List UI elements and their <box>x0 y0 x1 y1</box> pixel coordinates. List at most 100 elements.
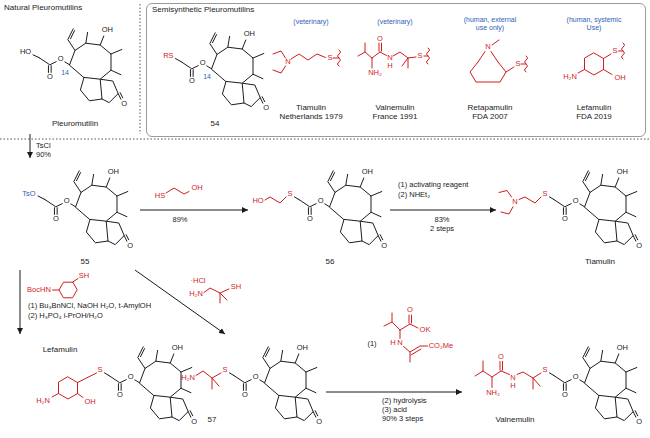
atom-label: O <box>47 73 53 82</box>
reagent-label: (1) activating reagent <box>398 181 468 190</box>
drug-entry: (veterinary)ONHNH₂SValnemulin France 199… <box>352 14 438 132</box>
core-structure <box>554 347 638 421</box>
atom-label: S <box>542 366 547 375</box>
atom-label: O <box>377 35 383 44</box>
atom-label: OH <box>297 343 308 352</box>
drug-name: Valnemulin France 1991 <box>366 103 424 121</box>
atom-label: O <box>189 77 195 86</box>
core-structure <box>299 171 383 245</box>
reagent-label: (2) NHEt₂ <box>398 191 430 200</box>
compound-label: 55 <box>81 257 90 266</box>
atom-label: OH <box>617 167 628 176</box>
atom-label: O <box>636 242 642 251</box>
atom-label: RS <box>163 52 173 61</box>
atom-label: O <box>64 197 70 206</box>
atom-label: OH <box>617 343 628 352</box>
drug-name: Lefamulin FDA 2019 <box>569 103 619 121</box>
atom-label: NH₂ <box>368 69 382 78</box>
reagent-label: (2) hydrolysis <box>382 397 427 406</box>
compound-box: ValnemulinONHNH₂SOHOOO <box>462 334 648 436</box>
panel-separator <box>0 139 650 140</box>
atom-label: H₂N <box>181 374 195 383</box>
reagent-label: 83% <box>434 216 449 225</box>
atom-label: O <box>381 242 387 251</box>
atom-label: O <box>263 104 269 113</box>
compound-label: Tiamulin <box>585 257 615 266</box>
atom-label: N <box>512 198 517 207</box>
reagent-label: HS <box>155 192 165 201</box>
reagent-label: (1) <box>367 340 376 349</box>
hydroxyethyl-chain <box>265 197 286 203</box>
atom-label: O <box>127 242 133 251</box>
atom-label: NH₂ <box>486 389 500 398</box>
reagent-label: 89% <box>172 216 187 225</box>
core-structure <box>39 29 123 103</box>
section-title: Semisynthetic Pleuromutilins <box>152 5 254 14</box>
aminodimethyl-chain <box>196 371 221 389</box>
reaction-arrow <box>326 392 462 393</box>
usage-note: (veterinary) <box>293 18 328 26</box>
reagent-label: OH <box>191 184 202 193</box>
compound-box: 56HOSOHOOO <box>248 158 390 270</box>
reagent-label: 2 steps <box>430 225 454 234</box>
atom-label: O <box>573 373 579 382</box>
atom-label: N <box>485 43 490 52</box>
compound-box: 55TsOOHOOO <box>14 158 140 270</box>
compound-box: 54RS14OHOOO <box>150 16 271 134</box>
compound-box: LefamulinH₂NOHSOHOOO <box>10 334 202 436</box>
usage-note: (human, systemic Use) <box>564 16 624 32</box>
atom-label: TsO <box>22 190 35 199</box>
reagent-label: OK <box>420 326 431 335</box>
atom-label: O <box>58 55 64 64</box>
drug-entry: (veterinary)NSTiamulin Netherlands 1979 <box>274 14 349 132</box>
reagent-label: ·HCl <box>191 277 206 286</box>
atom-label: OH <box>614 74 625 83</box>
atom-label: H₂N <box>36 397 50 406</box>
reagent-label: BocHN <box>27 286 51 295</box>
compound-box: 57H₂NSOHOOO <box>176 334 326 436</box>
usage-note: (veterinary) <box>377 18 412 26</box>
panel-separator <box>140 4 141 134</box>
atom-label: N <box>285 58 290 67</box>
atom-label: O <box>117 391 123 400</box>
valnemulin-side-chain <box>358 43 430 68</box>
valine-enamine-reagent <box>384 313 428 362</box>
atom-label: O <box>573 197 579 206</box>
retapamulin-side-chain <box>470 40 528 82</box>
aminothiol-reagent <box>204 288 229 303</box>
atom-label: O <box>636 418 642 427</box>
atom-label: O <box>121 100 127 109</box>
atom-label: O <box>498 353 504 362</box>
compound-label: 54 <box>211 119 220 128</box>
atom-label: O <box>318 197 324 206</box>
tiamulin-side-chain <box>273 50 341 73</box>
reagent-label: 90% 3 steps <box>382 415 423 424</box>
atom-label: O <box>128 373 134 382</box>
mercaptoethanol-reagent <box>166 188 189 194</box>
lefamulin-side-chain <box>578 43 625 75</box>
reagent-label: (1) Bu₃BnNCl, NaOH H₂O, t-AmylOH <box>28 302 151 311</box>
reaction-arrow <box>390 210 496 211</box>
atom-label: H <box>510 382 515 391</box>
atom-label: S <box>542 190 547 199</box>
reagent-label: SH <box>79 272 89 281</box>
atom-label: O <box>253 373 259 382</box>
atom-label: S <box>97 366 102 375</box>
reaction-arrow <box>20 270 21 334</box>
core-structure <box>181 33 265 107</box>
atom-label: OH <box>172 343 183 352</box>
atom-label: OH <box>108 167 119 176</box>
position-number: 14 <box>61 69 69 77</box>
reagent-label: TsCl <box>36 142 51 151</box>
drug-name: Retapamulin FDA 2007 <box>460 103 520 121</box>
atom-label: S <box>612 47 617 56</box>
compound-label: Valnemulin <box>496 415 535 424</box>
usage-note: (human, external use only) <box>460 16 520 32</box>
reagent-label: N <box>397 339 402 348</box>
core-structure <box>109 347 193 421</box>
atom-label: S <box>417 52 422 61</box>
compound-label: 57 <box>208 415 217 424</box>
reaction-arrow <box>30 134 31 158</box>
